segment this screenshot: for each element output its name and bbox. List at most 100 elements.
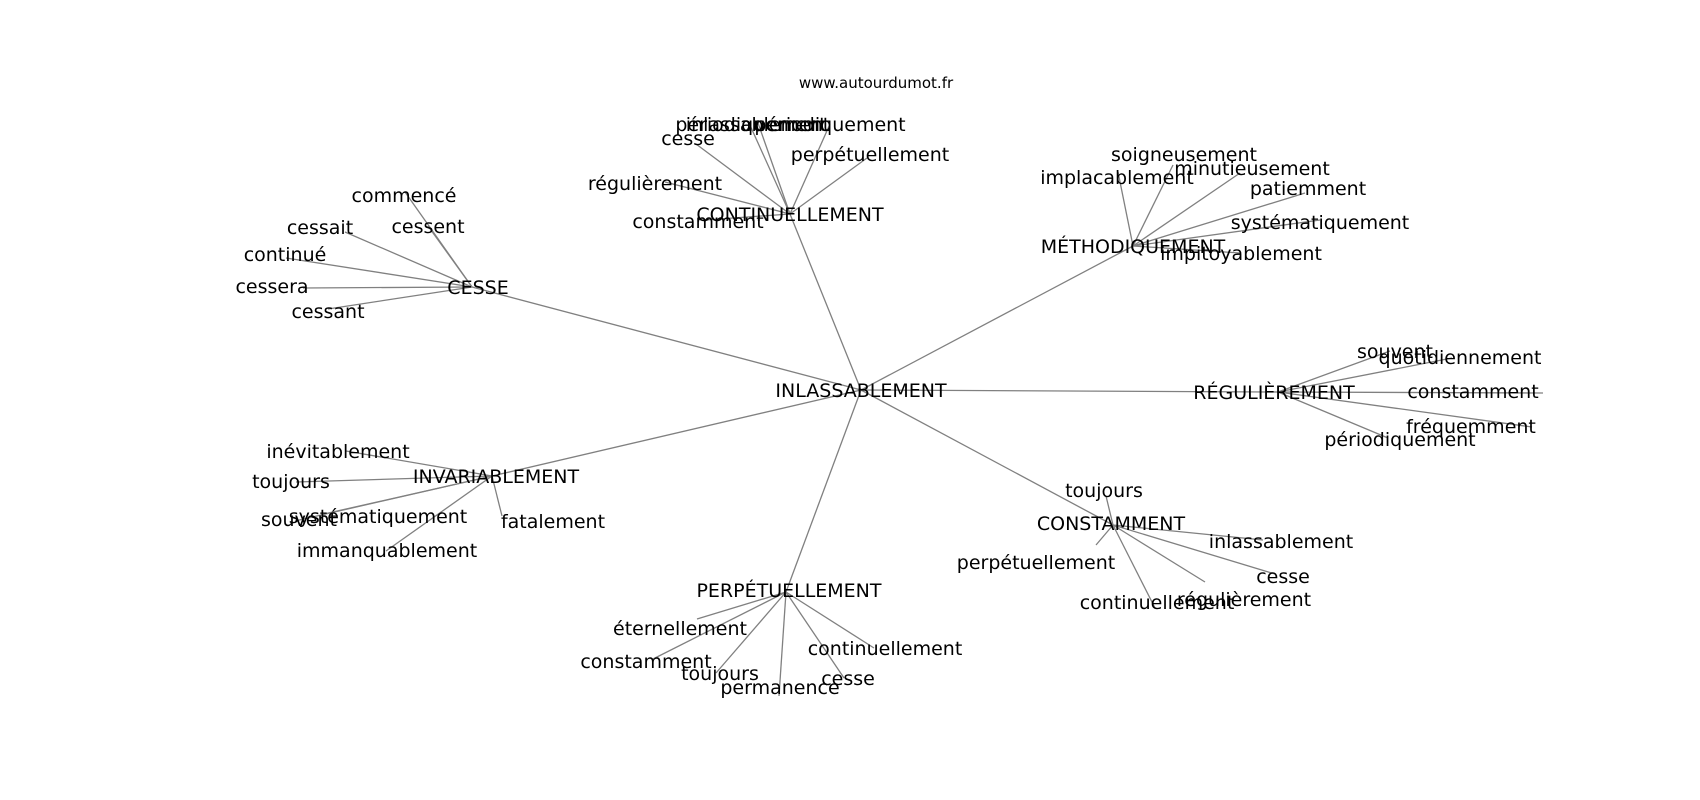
edge-center-hub (785, 389, 862, 593)
leaf-word: toujours (681, 663, 759, 685)
edge-hub-word (327, 286, 473, 310)
edge-hub-word (1112, 524, 1156, 609)
leaf-word: cesse (1256, 566, 1310, 588)
edge-hub-word (704, 213, 791, 221)
edge-center-hub (491, 389, 862, 477)
leaf-word: toujours (1065, 480, 1143, 502)
leaf-word: souvent (1357, 341, 1433, 363)
hub-word: PERPÉTUELLEMENT (696, 579, 881, 602)
edge-hub-word (785, 591, 845, 679)
edge-hub-word (715, 591, 787, 674)
leaf-word: fatalement (501, 511, 605, 533)
hub-word: CESSE (447, 277, 508, 299)
leaf-word: inlassablement (1209, 531, 1353, 553)
leaf-word: minutieusement (1174, 158, 1330, 180)
edge-hub-word (1277, 391, 1533, 428)
leaf-word: soigneusement (1111, 144, 1257, 166)
edges-layer (285, 122, 1544, 697)
leaf-word: cessent (391, 216, 464, 238)
edge-center-hub (860, 389, 1114, 526)
leaf-word: éternellement (613, 618, 747, 640)
leaf-word: souvent (261, 509, 337, 531)
leaf-word: périodiquement (675, 114, 826, 136)
edge-hub-word (344, 231, 473, 288)
leaf-word: constamment (632, 211, 763, 233)
leaf-word: cessait (287, 217, 353, 239)
leaf-word: commencé (352, 185, 457, 207)
edge-hub-word (385, 475, 493, 552)
leaf-word: périodiquement (1324, 429, 1475, 451)
edge-hub-word (302, 286, 473, 289)
edge-center-hub (860, 389, 1279, 393)
edge-hub-word (1132, 164, 1174, 247)
edge-center-hub (860, 245, 1134, 391)
edge-hub-word (1105, 495, 1114, 526)
hub-word: INVARIABLEMENT (413, 466, 580, 488)
edge-hub-word (757, 122, 791, 215)
edge-hub-word (427, 225, 473, 288)
labels-layer: www.autourdumot.fr INLASSABLEMENT CONTIN… (235, 74, 1541, 699)
leaf-word: constamment (580, 651, 711, 673)
leaf-word: continuellement (808, 638, 963, 660)
edge-hub-word (1117, 171, 1134, 247)
leaf-word: implacablement (1040, 167, 1194, 189)
leaf-word: patiemment (1250, 178, 1366, 200)
leaf-word: continué (244, 244, 327, 266)
edge-hub-word (1132, 245, 1241, 254)
leaf-word: inévitablement (266, 441, 409, 463)
edge-hub-word (1132, 219, 1321, 247)
leaf-word: cesse (661, 128, 715, 150)
leaf-word: fréquemment (1406, 416, 1536, 438)
leaf-word: régulièrement (1177, 589, 1311, 611)
hub-word: CONTINUELLEMENT (696, 204, 884, 226)
edge-hub-word (789, 123, 831, 215)
edge-hub-word (1095, 524, 1114, 546)
hub-word: MÉTHODIQUEMENT (1041, 235, 1226, 258)
edge-hub-word (1277, 391, 1544, 394)
edge-hub-word (1132, 192, 1306, 247)
edge-hub-word (323, 475, 493, 515)
hub-word: CONSTAMMENT (1037, 513, 1186, 535)
edge-hub-word (1277, 391, 1389, 439)
edge-hub-word (1112, 524, 1276, 575)
leaf-word: permanence (720, 677, 839, 699)
leaf-word: cessant (291, 301, 364, 323)
leaf-word: perpétuellement (791, 144, 949, 166)
leaf-word: cessera (235, 276, 308, 298)
leaf-word: constamment (1407, 381, 1538, 403)
edge-hub-word (295, 475, 493, 483)
leaf-word: perpétuellement (957, 552, 1115, 574)
edge-hub-word (1132, 172, 1241, 247)
edge-hub-word (696, 591, 787, 620)
edge-hub-word (664, 181, 791, 215)
edge-hub-word (695, 143, 791, 215)
leaf-word: régulièrement (588, 173, 722, 195)
edge-hub-word (1112, 524, 1264, 541)
site-watermark: www.autourdumot.fr (799, 74, 954, 92)
edge-hub-word (1277, 350, 1391, 393)
leaf-word: toujours (252, 471, 330, 493)
edge-center-hub (471, 286, 862, 391)
leaf-word: systématiquement (1231, 212, 1410, 234)
edge-hub-word (652, 591, 787, 660)
leaf-word: cesse (821, 668, 875, 690)
edge-hub-word (778, 591, 787, 697)
edge-hub-word (285, 257, 473, 288)
leaf-word: inlassablement (686, 114, 830, 136)
edge-hub-word (785, 591, 875, 649)
edge-hub-word (1277, 357, 1453, 393)
leaf-word: impitoyablement (1160, 243, 1322, 265)
edge-hub-word (789, 157, 868, 215)
leaf-word: systématiquement (289, 506, 468, 528)
leaf-word: continuellement (1080, 592, 1235, 614)
hub-word: RÉGULIÈREMENT (1193, 381, 1355, 404)
edge-hub-word (1112, 524, 1206, 583)
leaf-word: périodiquement (754, 114, 905, 136)
leaf-word: immanquablement (297, 540, 477, 562)
edge-center-hub (789, 213, 862, 391)
center-word: INLASSABLEMENT (775, 380, 947, 402)
edge-hub-word (345, 450, 493, 477)
edge-hub-word (748, 122, 791, 215)
edge-hub-word (491, 475, 503, 517)
